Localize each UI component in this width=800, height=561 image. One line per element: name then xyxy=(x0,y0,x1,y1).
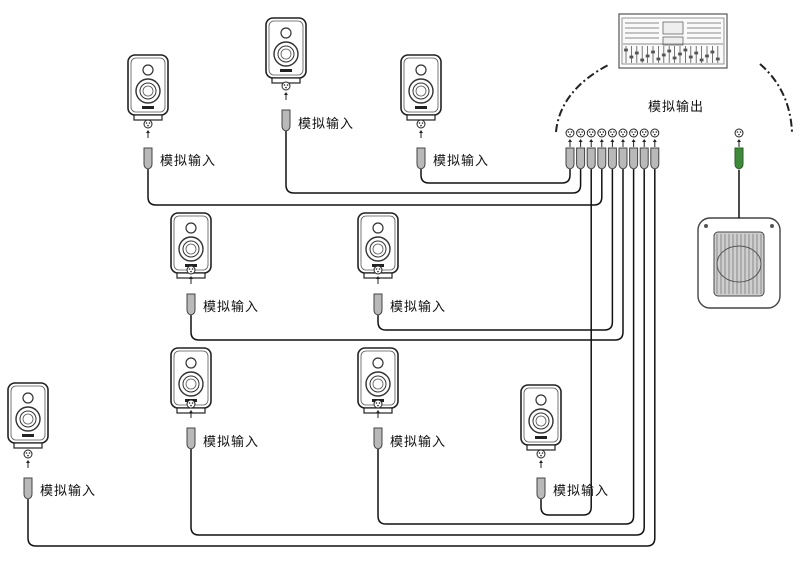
analog-cable xyxy=(377,169,614,331)
input-xlr-connector xyxy=(281,81,291,101)
subwoofer-xlr-connector xyxy=(734,128,744,148)
analog-cable xyxy=(190,169,645,536)
output-plug xyxy=(565,147,575,170)
input-xlr-connector xyxy=(23,449,33,469)
output-xlr-connector xyxy=(597,128,607,148)
input-plug xyxy=(186,293,196,316)
analog-cable xyxy=(540,169,592,516)
analog-cable xyxy=(285,131,582,194)
output-plug xyxy=(629,147,639,170)
input-xlr-connector xyxy=(536,449,546,469)
analog-cable xyxy=(377,169,635,525)
analog-input-label: 模拟输入 xyxy=(203,435,260,450)
studio-monitor-speaker xyxy=(520,384,562,451)
output-plug xyxy=(586,147,596,170)
output-xlr-connector xyxy=(607,128,617,148)
output-plug xyxy=(650,147,660,170)
analog-input-label: 模拟输入 xyxy=(553,484,610,499)
analog-cable xyxy=(147,169,603,206)
signal-arc-right xyxy=(759,63,793,133)
studio-monitor-speaker xyxy=(265,17,307,84)
analog-output-label: 模拟输出 xyxy=(648,100,705,115)
output-xlr-connector xyxy=(650,128,660,148)
analog-input-label: 模拟输入 xyxy=(433,154,490,169)
analog-input-label: 模拟输入 xyxy=(390,435,447,450)
analog-input-label: 模拟输入 xyxy=(390,300,447,315)
output-plug xyxy=(639,147,649,170)
studio-monitor-speaker xyxy=(7,382,49,449)
output-plug xyxy=(597,147,607,170)
signal-arc-left xyxy=(555,63,611,133)
analog-input-label: 模拟输入 xyxy=(298,117,355,132)
output-plug xyxy=(607,147,617,170)
output-xlr-connector xyxy=(586,128,596,148)
cable-group xyxy=(27,131,656,547)
analog-cable xyxy=(190,169,624,341)
analog-input-label: 模拟输入 xyxy=(40,484,97,499)
output-xlr-connector xyxy=(639,128,649,148)
studio-monitor-speaker xyxy=(127,54,169,121)
analog-cable xyxy=(420,169,571,184)
input-plug xyxy=(416,147,426,170)
output-xlr-connector xyxy=(618,128,628,148)
output-xlr-connector xyxy=(576,128,586,148)
input-plug xyxy=(373,427,383,450)
output-xlr-connector xyxy=(565,128,575,148)
output-plug xyxy=(576,147,586,170)
input-plug xyxy=(281,109,291,132)
output-plug xyxy=(618,147,628,170)
studio-monitor-speaker xyxy=(400,54,442,121)
input-plug xyxy=(536,477,546,500)
output-xlr-connector xyxy=(629,128,639,148)
analog-input-label: 模拟输入 xyxy=(203,300,260,315)
analog-cable xyxy=(27,169,656,547)
input-plug xyxy=(186,427,196,450)
input-xlr-connector xyxy=(143,119,153,139)
input-plug xyxy=(143,147,153,170)
subwoofer xyxy=(697,217,781,309)
input-xlr-connector xyxy=(416,119,426,139)
subwoofer-plug xyxy=(734,147,744,170)
input-plug xyxy=(23,477,33,500)
input-plug xyxy=(373,293,383,316)
analog-input-label: 模拟输入 xyxy=(160,154,217,169)
mixing-console xyxy=(618,13,728,69)
